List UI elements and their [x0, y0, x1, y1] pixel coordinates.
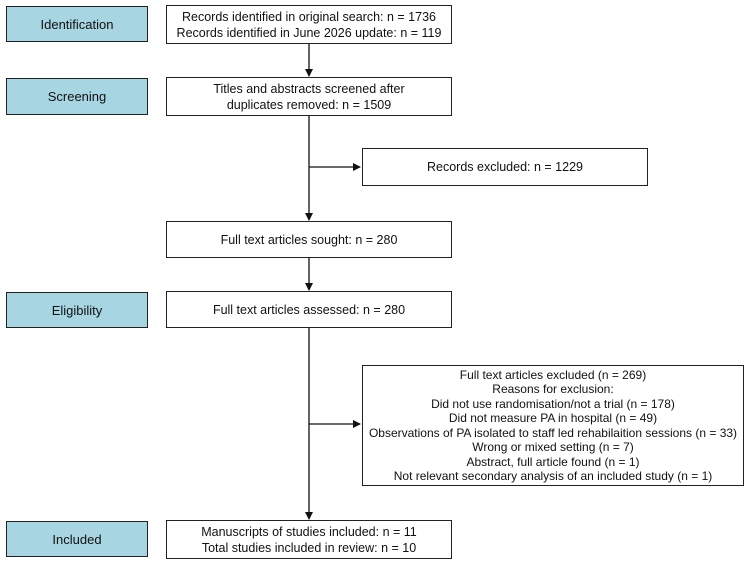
- fulltext-excluded-line: Did not measure PA in hospital (n = 49): [448, 411, 658, 425]
- included-box: Manuscripts of studies included: n = 11 …: [166, 520, 452, 559]
- fulltext-excluded-box: Full text articles excluded (n = 269) Re…: [362, 365, 744, 486]
- fulltext-excluded-line: Observations of PA isolated to staff led…: [368, 425, 738, 440]
- screened-line: duplicates removed: n = 1509: [226, 97, 392, 112]
- included-line: Total studies included in review: n = 10: [201, 540, 417, 555]
- fulltext-excluded-line: Reasons for exclusion:: [492, 382, 614, 396]
- stage-screening-label: Screening: [47, 89, 107, 104]
- fulltext-excluded-line: Not relevant secondary analysis of an in…: [393, 469, 713, 483]
- stage-eligibility: Eligibility: [6, 292, 148, 328]
- stage-identification: Identification: [6, 6, 148, 42]
- records-identified-line: Records identified in June 2026 update: …: [176, 25, 442, 40]
- sought-box: Full text articles sought: n = 280: [166, 221, 452, 258]
- fulltext-excluded-line: Wrong or mixed setting (n = 7): [472, 440, 634, 454]
- screened-box: Titles and abstracts screened after dupl…: [166, 77, 452, 116]
- records-excluded-box: Records excluded: n = 1229: [362, 148, 648, 186]
- stage-identification-label: Identification: [40, 16, 114, 32]
- records-identified-box: Records identified in original search: n…: [166, 5, 452, 44]
- stage-eligibility-label: Eligibility: [51, 302, 103, 318]
- sought-line: Full text articles sought: n = 280: [220, 232, 398, 247]
- assessed-line: Full text articles assessed: n = 280: [212, 302, 406, 317]
- fulltext-excluded-line: Did not use randomisation/not a trial (n…: [431, 396, 675, 411]
- stage-included: Included: [6, 521, 148, 557]
- stage-screening: Screening: [6, 78, 148, 115]
- included-line: Manuscripts of studies included: n = 11: [201, 524, 417, 539]
- assessed-box: Full text articles assessed: n = 280: [166, 291, 452, 328]
- stage-included-label: Included: [52, 531, 102, 547]
- fulltext-excluded-line: Abstract, full article found (n = 1): [466, 454, 640, 469]
- fulltext-excluded-line: Full text articles excluded (n = 269): [459, 367, 647, 382]
- records-excluded-line: Records excluded: n = 1229: [426, 160, 583, 174]
- records-identified-line: Records identified in original search: n…: [182, 9, 436, 24]
- screened-line: Titles and abstracts screened after: [213, 81, 405, 96]
